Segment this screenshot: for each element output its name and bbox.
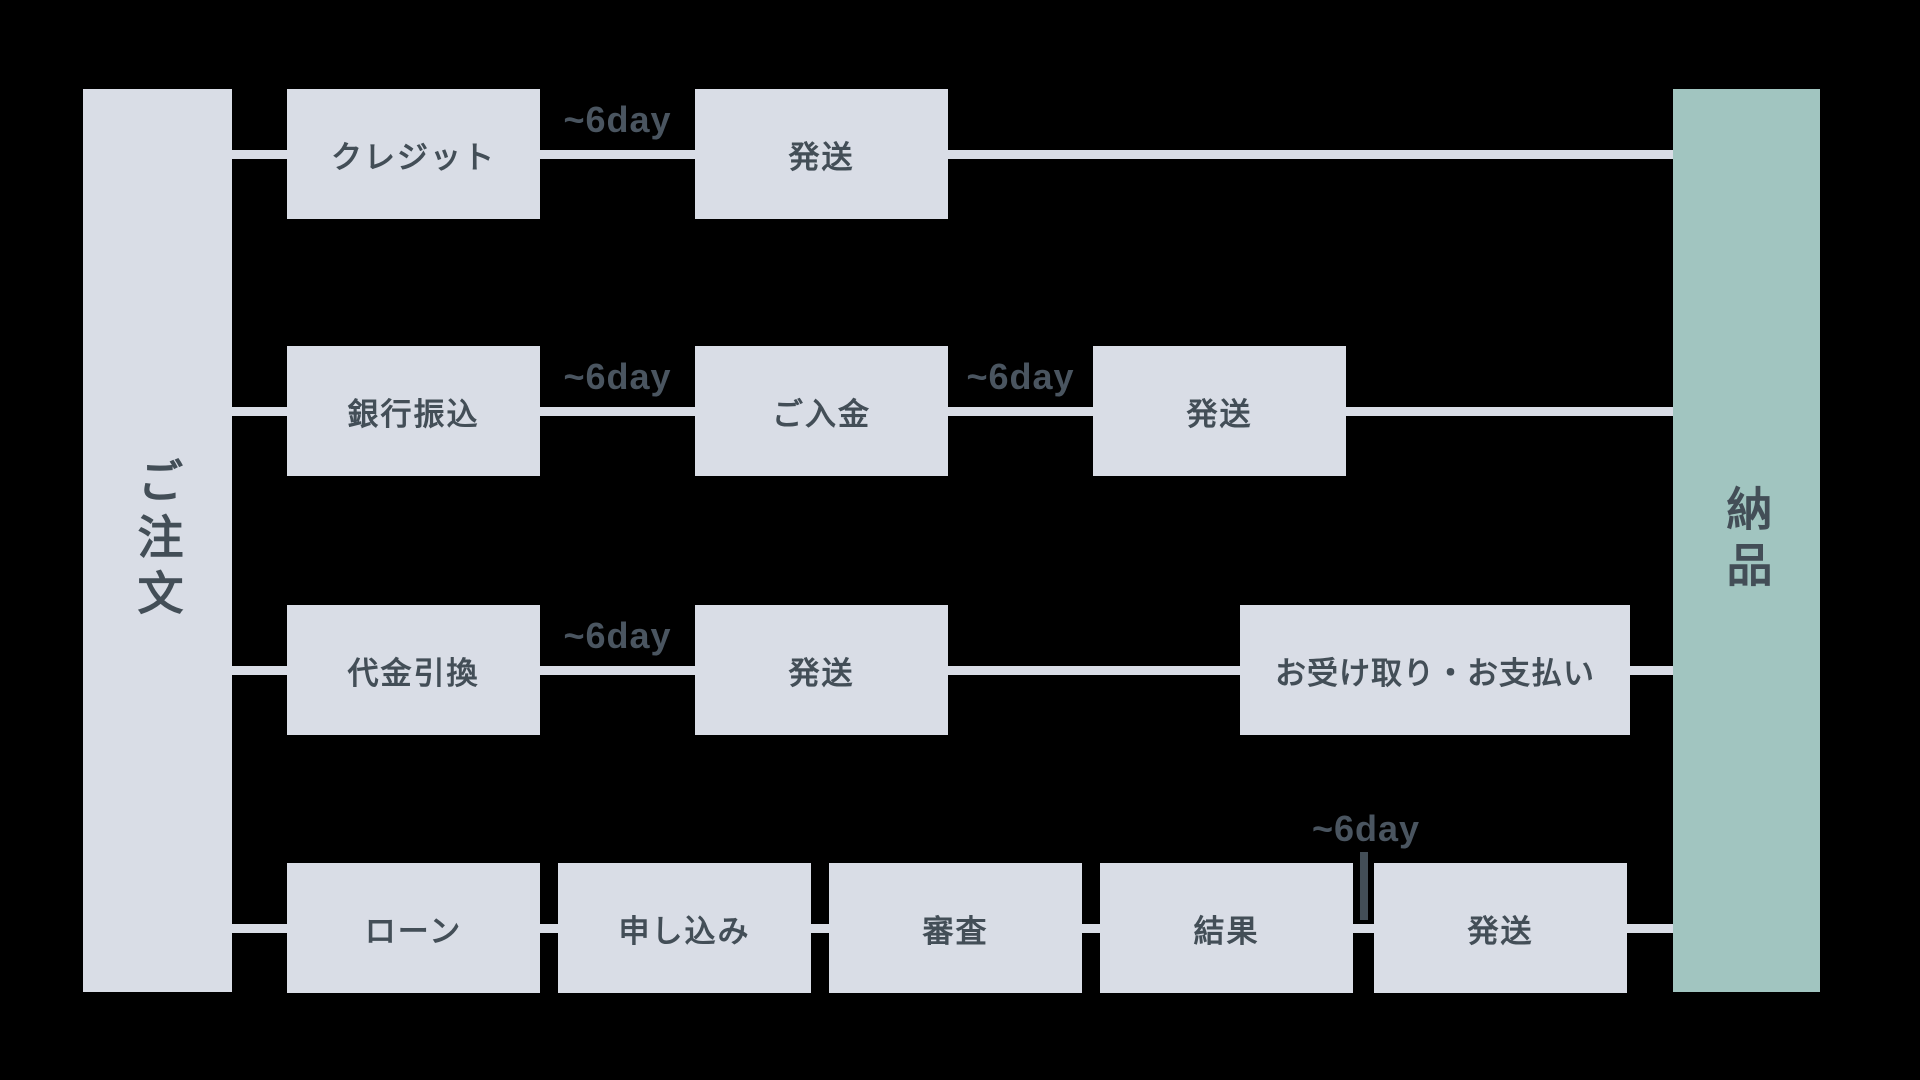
connector-line — [1346, 407, 1673, 416]
connector-line — [540, 666, 695, 675]
connector-line — [540, 407, 695, 416]
step-label: クレジット — [331, 139, 496, 175]
step-loan-shipping: 発送 — [1374, 863, 1627, 993]
step-label: 銀行振込 — [347, 396, 480, 432]
connector-line — [232, 150, 287, 159]
step-loan-application: 申し込み — [558, 863, 811, 993]
duration-label: ~6day — [966, 356, 1075, 397]
step-label: 発送 — [1467, 913, 1534, 949]
step-label: ご入金 — [772, 396, 871, 432]
step-loan-result: 結果 — [1100, 863, 1353, 993]
entry-bar-label: ご注文 — [131, 456, 184, 625]
connector-line — [232, 407, 287, 416]
duration-label: ~6day — [563, 99, 672, 140]
duration-label: ~6day — [563, 356, 672, 397]
exit-bar-label: 納品 — [1720, 484, 1773, 597]
step-loan-screening: 審査 — [829, 863, 1082, 993]
step-label: 結果 — [1193, 913, 1260, 949]
step-receive-and-pay: お受け取り・お支払い — [1240, 605, 1630, 735]
entry-bar-order: ご注文 — [83, 89, 232, 992]
connector-line — [811, 924, 829, 933]
connector-line — [232, 924, 287, 933]
duration-label: ~6day — [1311, 808, 1421, 849]
connector-line — [948, 407, 1093, 416]
exit-bar-delivery: 納品 — [1673, 89, 1820, 992]
step-label: ローン — [364, 913, 463, 949]
duration-label: ~6day — [563, 615, 672, 656]
step-label: 発送 — [788, 655, 855, 691]
duration-tick — [1360, 852, 1368, 920]
connector-line — [948, 666, 1240, 675]
connector-line — [948, 150, 1673, 159]
step-label: 審査 — [922, 913, 989, 949]
connector-line — [1630, 666, 1673, 675]
connector-line — [1627, 924, 1673, 933]
step-label: お受け取り・お支払い — [1275, 655, 1595, 691]
connector-line — [1353, 924, 1374, 933]
connector-line — [1082, 924, 1100, 933]
step-credit: クレジット — [287, 89, 540, 219]
step-bank-shipping: 発送 — [1093, 346, 1346, 476]
step-cod-shipping: 発送 — [695, 605, 948, 735]
step-payment-received: ご入金 — [695, 346, 948, 476]
step-bank-transfer: 銀行振込 — [287, 346, 540, 476]
step-loan: ローン — [287, 863, 540, 993]
connector-line — [540, 924, 558, 933]
step-label: 発送 — [1186, 396, 1253, 432]
step-label: 申し込み — [618, 913, 751, 949]
step-cash-on-delivery: 代金引換 — [287, 605, 540, 735]
step-label: 代金引換 — [347, 655, 480, 691]
step-credit-shipping: 発送 — [695, 89, 948, 219]
connector-line — [540, 150, 695, 159]
step-label: 発送 — [788, 139, 855, 175]
connector-line — [232, 666, 287, 675]
